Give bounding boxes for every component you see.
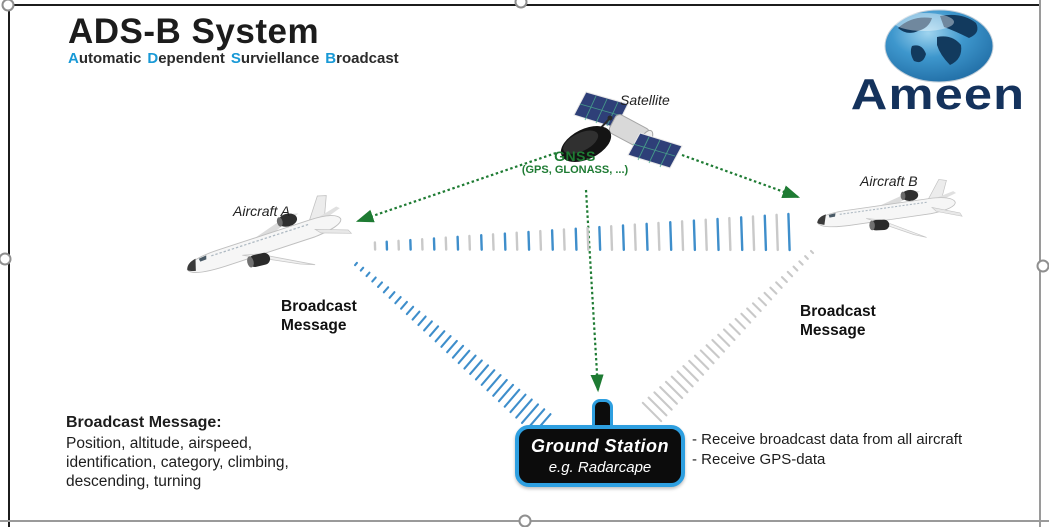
page-title: ADS-B System <box>68 12 320 51</box>
aircraft-b-broadcast-label: Broadcast Message <box>800 303 876 339</box>
gnss-title: GNSS <box>554 148 596 164</box>
subtitle-word-surviellance: Surviellance <box>230 50 320 67</box>
subtitle-word-broadcast: Broadcast <box>325 50 399 67</box>
gnss-label: GNSS (GPS, GLONASS, ...) <box>500 148 650 176</box>
satellite-label: Satellite <box>620 92 670 108</box>
function-item: - Receive GPS-data <box>692 450 826 468</box>
image-border-left <box>8 4 10 527</box>
page-subtitle: Automatic Dependent Surviellance Broadcast <box>68 50 405 67</box>
satellite-icon <box>560 91 683 169</box>
function-item: - Receive broadcast data from all aircra… <box>692 431 963 448</box>
selection-handle-right-center[interactable] <box>1036 259 1049 273</box>
gnss-signal-arrow-to-ground-station <box>584 189 604 393</box>
broadcast-message-info-title: Broadcast Message: <box>66 414 222 431</box>
radio-wave-fans <box>353 212 815 435</box>
selection-handle-bottom-center[interactable] <box>518 514 532 527</box>
brand-name: Ameen <box>850 70 1026 119</box>
ground-station-box: Ground Station e.g. Radarcape <box>515 425 685 487</box>
aircraft-a-broadcast-label: Broadcast Message <box>281 298 357 334</box>
ground-station-example: e.g. Radarcape <box>548 459 652 476</box>
selection-handle-top-center[interactable] <box>514 0 528 9</box>
aircraft-b-label: Aircraft B <box>860 173 918 189</box>
selection-handle-left-center[interactable] <box>0 252 12 266</box>
broadcast-message-info: Broadcast Message: Position, altitude, a… <box>66 414 289 492</box>
subtitle-word-dependent: Dependent <box>147 50 225 67</box>
globe-icon <box>884 9 994 83</box>
subtitle-word-automatic: Automatic <box>68 50 142 67</box>
selection-handle-top-left[interactable] <box>1 0 15 12</box>
ground-station-functions: - Receive broadcast data from all aircra… <box>692 430 962 469</box>
ground-station-name: Ground Station <box>531 436 669 456</box>
broadcast-message-info-body: Position, altitude, airspeed, identifica… <box>66 435 289 491</box>
gnss-systems: (GPS, GLONASS, ...) <box>521 164 629 176</box>
aircraft-a-label: Aircraft A <box>233 203 291 219</box>
